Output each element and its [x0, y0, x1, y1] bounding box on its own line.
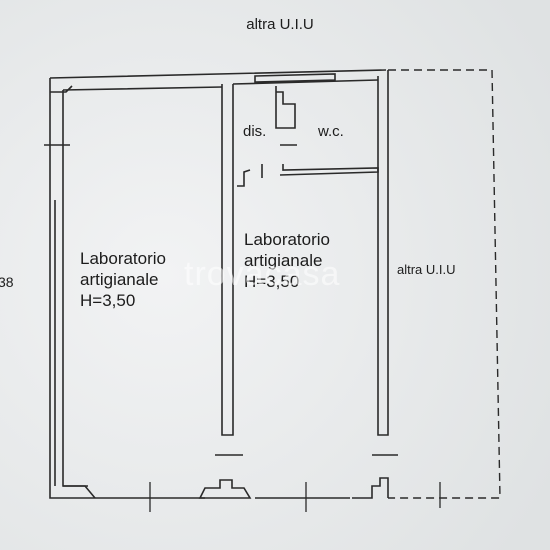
wc-inner-top [254, 73, 336, 83]
left-jamb [50, 85, 73, 93]
wc-top-wall [232, 79, 379, 85]
dis-partition [275, 86, 296, 129]
room-label-workshop-left: Laboratorio artigianale H=3,50 [80, 249, 167, 310]
dimension-ticks [149, 482, 441, 512]
top-adjacent-unit-label: altra U.I.U [246, 16, 314, 33]
wc-bottom-wall [279, 164, 379, 176]
dis-door-left [237, 169, 251, 187]
watermark-text: trovacasa [184, 255, 341, 293]
right-adjacent-unit-label: altra U.I.U [397, 262, 456, 277]
bottom-door-pier-2 [352, 477, 389, 499]
left-corner-return [63, 485, 96, 499]
room-label-wc: w.c. [318, 123, 344, 140]
left-edge-dimension-fragment: 38 [0, 274, 14, 290]
bottom-door-pier-1 [198, 479, 252, 499]
room-label-workshop-right: Laboratorio artigianale H=3,50 [244, 230, 331, 291]
partition-wall-1 [221, 84, 234, 436]
adjacent-unit-dashed-outline [388, 69, 501, 499]
walls [44, 69, 398, 499]
room-label-dis: dis. [243, 123, 267, 140]
outer-wall-top [49, 69, 387, 91]
partition-wall-2 [377, 70, 389, 436]
